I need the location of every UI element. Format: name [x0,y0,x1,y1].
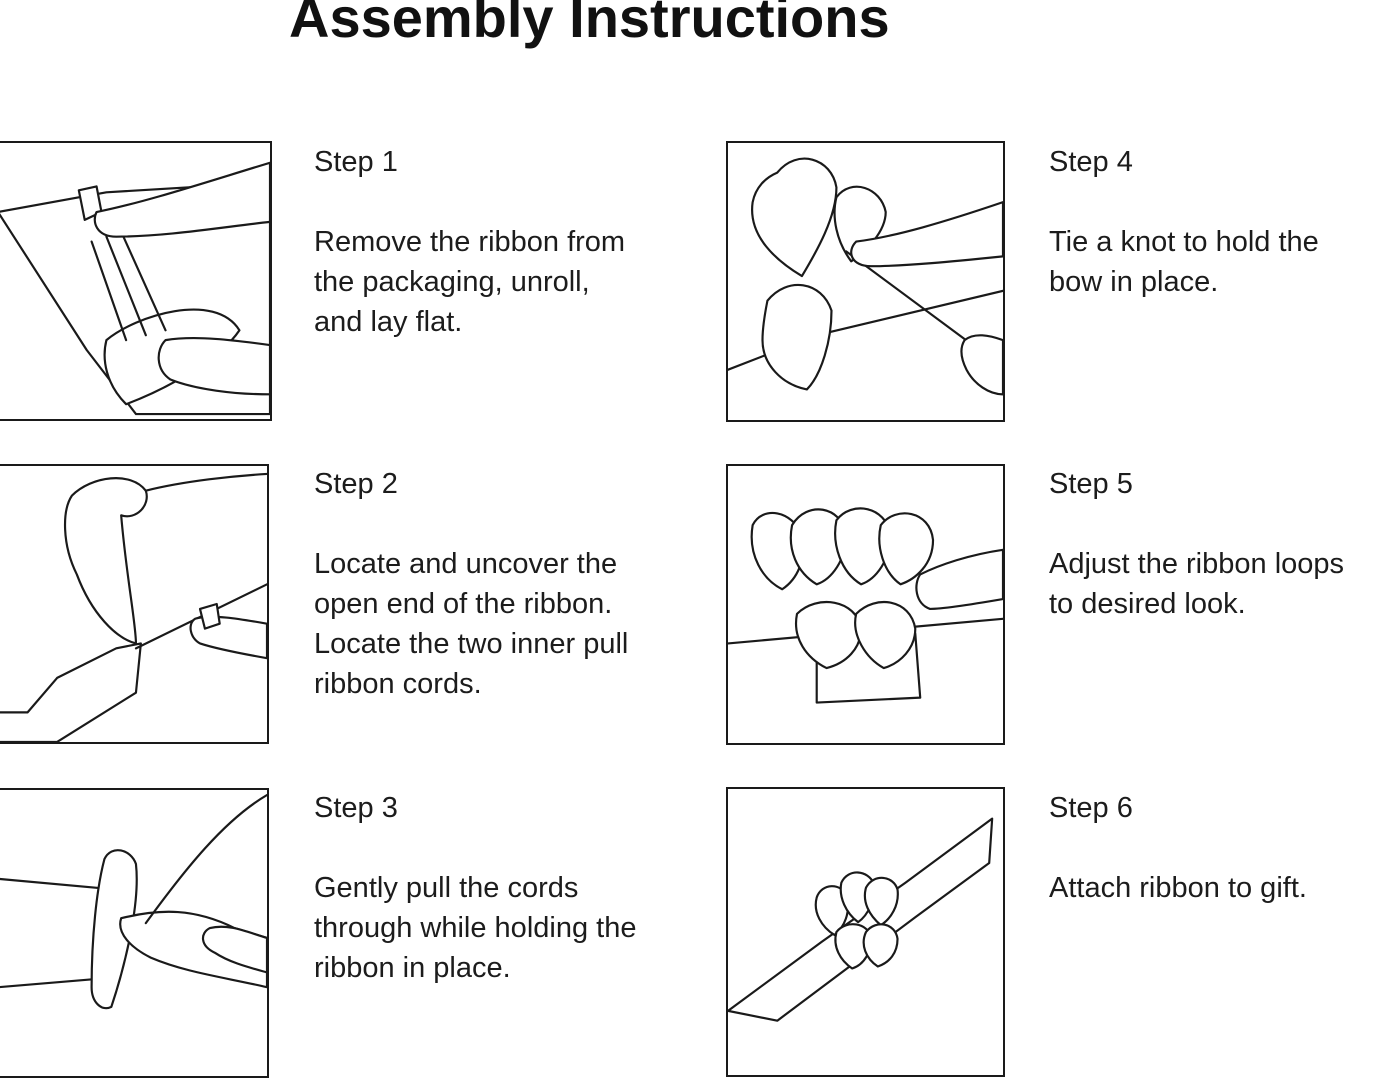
step-6-text: Step 6 Attach ribbon to gift. [1049,788,1307,908]
step-5-label: Step 5 [1049,468,1133,500]
uncovering-cords-icon [0,472,267,742]
step-4-text: Step 4 Tie a knot to hold the bow in pla… [1049,142,1319,302]
step-2-text: Step 2 Locate and uncover the open end o… [314,464,628,704]
step-4-description: Tie a knot to hold the bow in place. [1049,226,1319,298]
step-4-label: Step 4 [1049,146,1133,178]
step-3-description: Gently pull the cords through while hold… [314,872,637,984]
tying-knot-icon [728,157,1003,396]
step-6-illustration [726,787,1005,1077]
pulling-cords-icon [0,793,267,1010]
step-3-illustration [0,788,269,1078]
step-6-description: Attach ribbon to gift. [1049,872,1307,904]
step-1-illustration [0,141,272,421]
step-2-illustration [0,464,269,744]
step-1-label: Step 1 [314,146,398,178]
finished-bow-icon [728,817,994,1022]
step-5-description: Adjust the ribbon loops to desired look. [1049,548,1345,620]
step-1-text: Step 1 Remove the ribbon from the packag… [314,142,625,342]
step-6-label: Step 6 [1049,792,1133,824]
step-5-illustration [726,464,1005,745]
page-title: Assembly Instructions [289,0,890,49]
step-2-label: Step 2 [314,468,398,500]
step-4-illustration [726,141,1005,422]
step-3-text: Step 3 Gently pull the cords through whi… [314,788,636,988]
adjusting-loops-icon [728,507,1003,704]
step-5-text: Step 5 Adjust the ribbon loops to desire… [1049,464,1344,624]
unrolling-ribbon-icon [0,161,270,416]
step-2-description: Locate and uncover the open end of the r… [314,548,629,700]
step-3-label: Step 3 [314,792,398,824]
step-1-description: Remove the ribbon from the packaging, un… [314,226,626,338]
